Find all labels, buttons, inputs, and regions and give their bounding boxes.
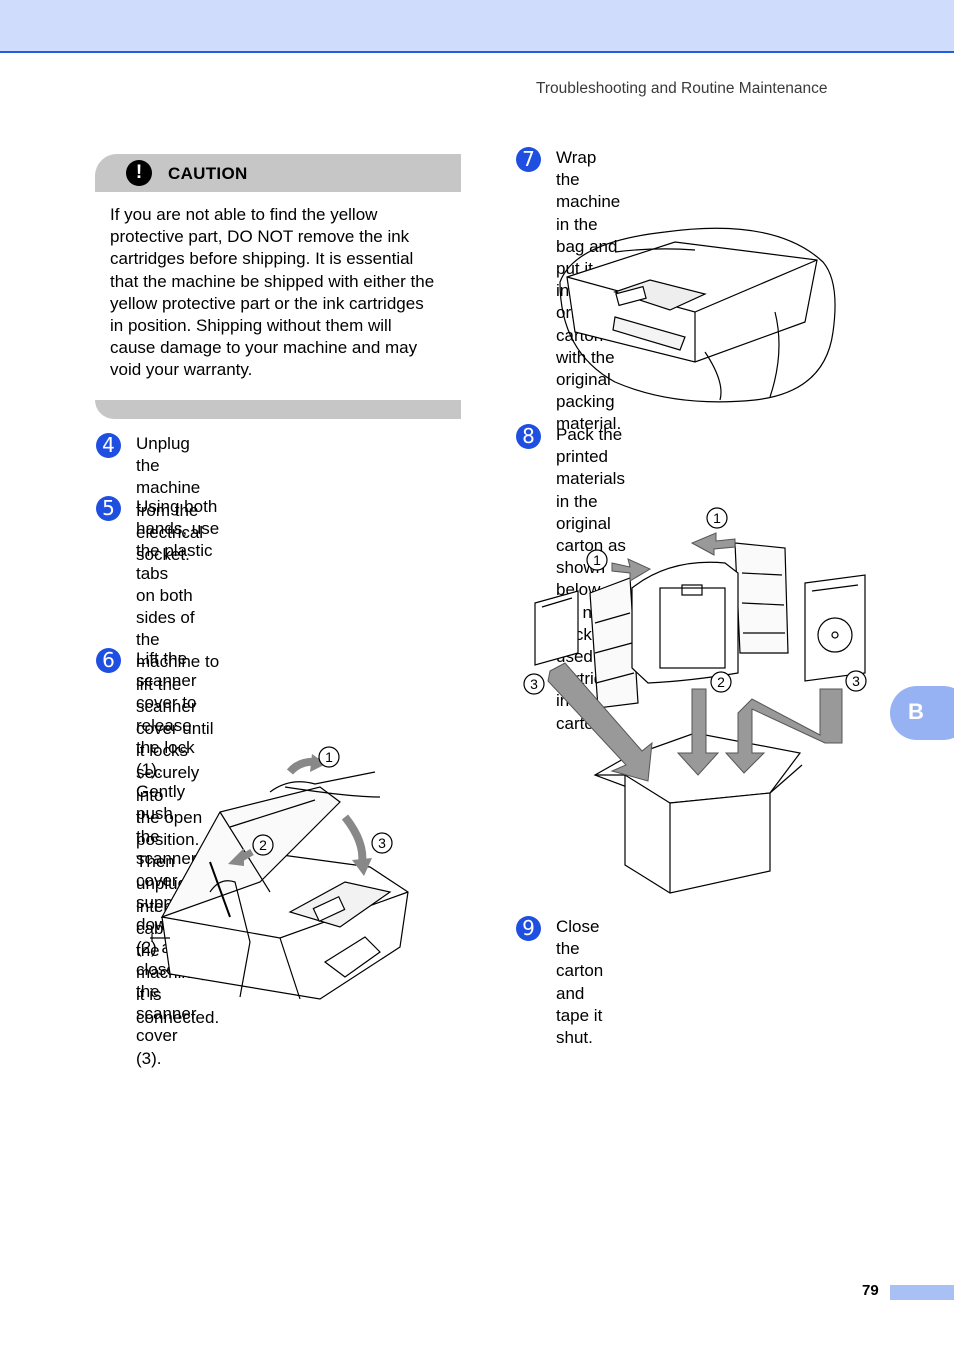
step-text: Using both hands, use the plastic tabs o… xyxy=(136,496,219,1029)
step-number-badge: 7 xyxy=(516,147,541,172)
callout-1: 1 xyxy=(593,552,601,568)
step-line: Using both hands, use the plastic tabs xyxy=(136,497,220,583)
step-text: Unplug the machine from the electrical s… xyxy=(136,433,203,566)
header-band xyxy=(0,0,954,53)
chapter-tab: B xyxy=(890,686,954,740)
page-number-bar xyxy=(890,1285,954,1300)
caution-line: that the machine be shipped with either … xyxy=(110,271,435,291)
step-line: connected. xyxy=(136,1007,220,1027)
running-head: Troubleshooting and Routine Maintenance xyxy=(536,80,828,97)
step-text: Close the carton and tape it shut. xyxy=(556,916,603,1049)
caution-line: yellow protective part or the ink cartri… xyxy=(110,293,424,313)
step-number-badge: 6 xyxy=(96,648,121,673)
step-line: Close the carton and tape it shut. xyxy=(556,917,604,1048)
scanner-cover-illustration: 1 2 3 xyxy=(140,742,420,1004)
caution-line: If you are not able to find the yellow xyxy=(110,205,378,224)
caution-line: cause damage to your machine and may xyxy=(110,338,418,358)
machine-in-bag-illustration xyxy=(555,222,840,408)
step-number-badge: 5 xyxy=(96,496,121,521)
step-line: Unplug the machine from the electrical xyxy=(136,434,204,542)
exclamation-icon: ! xyxy=(126,160,152,186)
step-line: on both sides of the machine to lift the xyxy=(136,585,220,694)
step-line: socket. xyxy=(136,545,190,565)
callout-3: 3 xyxy=(852,673,860,689)
caution-line: in position. Shipping without them will xyxy=(110,316,392,336)
caution-header: ! CAUTION xyxy=(95,154,461,192)
step-line: (1). Gently push the scanner cover xyxy=(136,760,197,891)
chapter-tab-label: B xyxy=(908,699,924,724)
caution-title: CAUTION xyxy=(168,164,248,183)
callout-2: 2 xyxy=(717,674,725,690)
caution-text: If you are not able to find the yellow p… xyxy=(110,204,462,382)
step-line: scanner cover until it locks securely in… xyxy=(136,696,214,805)
caution-line: cartridges before shipping. It is essent… xyxy=(110,249,414,269)
callout-3: 3 xyxy=(530,676,538,692)
caution-line: void your warranty. xyxy=(110,360,253,380)
step-line: cover (3). xyxy=(136,1026,178,1068)
step-text: Lift the scanner cover to release the lo… xyxy=(136,648,196,1070)
step-text: Pack the printed materials in the origin… xyxy=(556,424,631,735)
callout-3: 3 xyxy=(378,835,386,851)
caution-footer-bar xyxy=(95,400,461,419)
step-number-badge: 9 xyxy=(516,916,541,941)
step-line: Lift the scanner cover to release the lo… xyxy=(136,649,197,757)
page-number: 79 xyxy=(862,1282,879,1299)
callout-1: 1 xyxy=(325,749,333,765)
step-line: Pack the printed materials in the origin… xyxy=(556,425,625,533)
packing-carton-illustration: 1 1 3 2 3 xyxy=(520,503,872,895)
caution-line: protective part, DO NOT remove the ink xyxy=(110,227,410,247)
step-line: Wrap the machine in the bag and put it xyxy=(556,148,621,279)
step-line: packing material. xyxy=(556,392,622,434)
step-number-badge: 4 xyxy=(96,433,121,458)
callout-1: 1 xyxy=(713,510,721,526)
callout-2: 2 xyxy=(259,837,267,853)
step-number-badge: 8 xyxy=(516,424,541,449)
